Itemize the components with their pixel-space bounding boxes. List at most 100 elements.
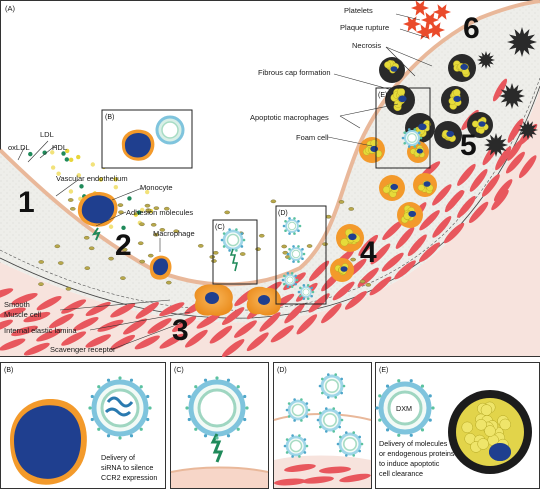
np-ligand (326, 396, 330, 399)
oxldl-particle (150, 222, 157, 227)
np-ligand (283, 282, 286, 286)
np-ligand (293, 419, 296, 422)
np-ligand (340, 391, 344, 395)
smooth-muscle-cell (481, 174, 500, 197)
necrotic-cell (484, 133, 508, 157)
panel-e-drug-label: DXM (396, 404, 412, 413)
np-ligand (90, 394, 94, 399)
smooth-muscle-cell (61, 331, 87, 346)
oxldl-particle (173, 229, 179, 234)
lipid-droplet (417, 184, 425, 192)
np-ligand (298, 224, 302, 228)
leader-lines (17, 13, 433, 351)
np-ligand (338, 411, 342, 415)
lipoprotein-dot (42, 150, 47, 155)
np-ligand (352, 454, 356, 457)
necrotic-cell (507, 27, 537, 57)
smooth-muscle-cell (308, 293, 330, 313)
lipoprotein-dot (64, 148, 70, 154)
smooth-muscle-cell (284, 303, 305, 324)
smooth-muscle-cell (321, 303, 342, 324)
nucleus (348, 233, 357, 241)
smooth-muscle-cell (518, 155, 537, 179)
smooth-muscle-cell (381, 252, 404, 272)
np-ligand (129, 378, 134, 382)
platelet (411, 0, 429, 16)
np-ligand (290, 272, 294, 275)
nanoparticle (297, 284, 315, 300)
np-core (286, 276, 294, 284)
panel-e-text-3: to induce apoptotic (379, 459, 440, 468)
np-ligand (288, 217, 291, 220)
lipid-droplet (453, 88, 461, 97)
smooth-muscle-cell (432, 215, 452, 238)
panel-e-text-1: Delivery of molecules (379, 439, 448, 448)
np-ligand (97, 427, 101, 431)
nanoparticle (336, 431, 364, 457)
foam-cell (407, 141, 429, 163)
inset-b-content (121, 115, 185, 161)
smooth-muscle-cell (134, 335, 160, 350)
oxldl-particle (144, 203, 151, 208)
np-ligand (310, 294, 313, 298)
np-ligand (236, 385, 240, 389)
np-ligand (90, 417, 94, 422)
np-ligand (305, 402, 309, 405)
panel-e-tag: (E) (379, 367, 388, 374)
smooth-muscle-cell (85, 334, 111, 348)
lipoprotein-dot (68, 157, 74, 163)
smooth-muscle-cell (36, 328, 62, 342)
np-ligand (403, 141, 407, 145)
oxldl-particle (84, 266, 91, 270)
nucleus (416, 148, 423, 154)
np-core (322, 412, 337, 427)
lipoprotein-dot (127, 196, 132, 201)
smooth-muscle-cell (123, 318, 147, 335)
necrotic-cell (499, 83, 525, 109)
lipid-droplet (382, 185, 391, 194)
oxldl-particle (108, 256, 114, 261)
np-ligand (288, 257, 291, 261)
oxldl-particle (306, 244, 313, 248)
lipoprotein-dot (76, 173, 82, 178)
oxldl-particle (258, 233, 265, 238)
np-ligand (240, 232, 244, 235)
lipoprotein-dot (133, 212, 139, 217)
np-ligand (360, 442, 364, 446)
stage-number-6: 6 (463, 12, 480, 45)
oxldl-particle (137, 241, 144, 246)
label-macrophage: Macrophage (153, 229, 195, 238)
np-ligand (397, 433, 401, 437)
np-ligand (297, 290, 301, 294)
oxldl-particle (145, 208, 152, 212)
smooth-muscle-cell (234, 320, 257, 338)
np-ligand (417, 141, 421, 145)
np-ligand (293, 232, 296, 235)
np-ligand (235, 249, 238, 252)
macrophage-cell-2 (246, 286, 282, 316)
smooth-muscle-cell (457, 163, 476, 186)
np-ligand (286, 285, 290, 288)
np-ligand (310, 286, 313, 290)
smooth-muscle-cell (394, 260, 416, 280)
label-plaque-rupture: Plaque rupture (340, 23, 389, 32)
apoptotic-macrophage (441, 86, 469, 114)
oxldl-particle (255, 247, 261, 251)
np-ligand (294, 274, 297, 278)
nucleus (446, 130, 455, 137)
np-ligand (287, 402, 291, 405)
panel-b: (B) Delivery of siRNA to silence CCR2 ex… (0, 362, 166, 489)
np-ligand (194, 385, 198, 389)
apoptotic-macrophage (448, 54, 476, 82)
nucleus (423, 181, 431, 187)
np-ligand (378, 418, 382, 422)
smooth-muscle-cell (61, 299, 87, 314)
smooth-muscle-cell (507, 139, 523, 161)
np-ligand (88, 406, 92, 410)
smooth-muscle-cell (457, 195, 476, 218)
label-necrosis: Necrosis (352, 41, 381, 50)
np-ligand (291, 455, 294, 458)
np-ligand (302, 297, 306, 300)
np-ligand (215, 436, 219, 440)
np-ligand (146, 417, 150, 422)
